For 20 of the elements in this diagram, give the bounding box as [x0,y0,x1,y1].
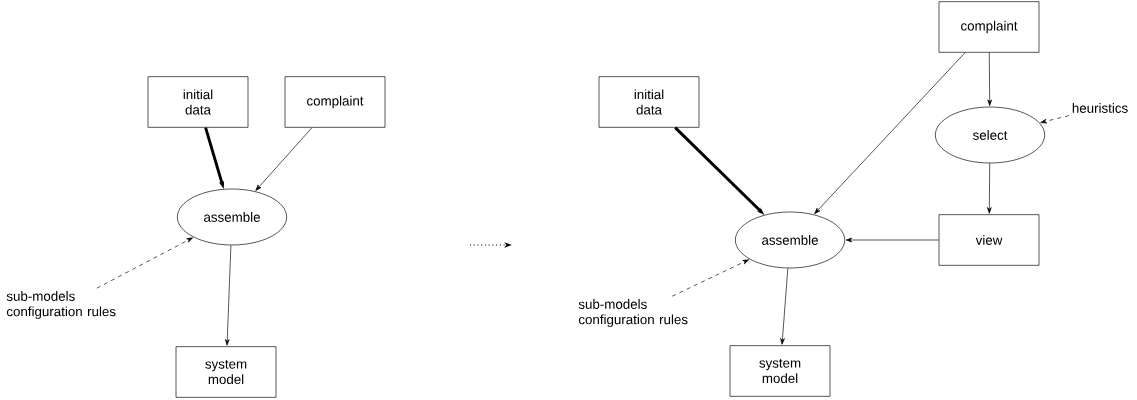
process-box: complaint [938,1,1040,53]
input-label: sub-models configuration rules [6,291,116,319]
arrow [845,237,939,243]
arrow [987,52,992,106]
arrow [255,127,313,191]
arrow [780,267,789,345]
process-box: system model [175,346,277,398]
process-box: initial data [147,76,249,128]
input-label: heuristics [1072,103,1128,113]
process-box: system model [729,345,831,397]
arrow [1040,115,1070,124]
arrow [814,52,966,215]
arrow [987,163,992,214]
arrow [671,259,750,297]
process-box: complaint [284,76,386,128]
process-box: initial data [598,76,700,128]
arrow [225,245,232,346]
process-box: view [938,214,1040,266]
arrow [96,237,193,289]
input-label: sub-models configuration rules [578,299,688,327]
